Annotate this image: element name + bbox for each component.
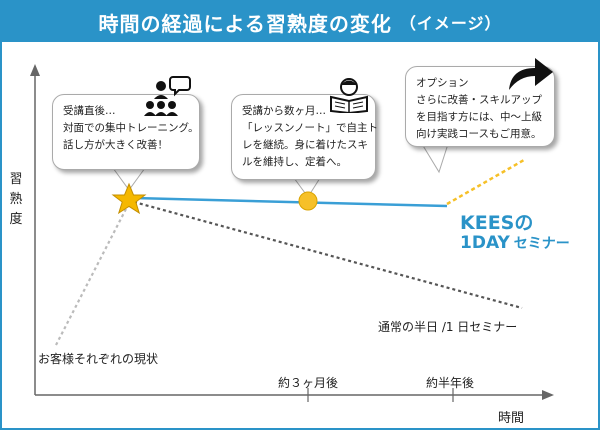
option-line [446, 158, 525, 206]
kees-line [133, 196, 448, 208]
kees-label-1day: 1DAY [460, 233, 510, 253]
callout-start-line-1: 受講直後… [63, 105, 116, 117]
callout-mid-line-4: ルを維持し、定着へ。 [242, 156, 347, 168]
title-bar: 時間の経過による習熟度の変化 （イメージ） [2, 2, 598, 42]
x-axis-label: 時間 [498, 411, 525, 426]
x-axis-arrow [542, 390, 554, 400]
normal-seminar-line [133, 200, 523, 310]
up-arrow-icon [509, 58, 553, 90]
y-axis-arrow [30, 64, 40, 76]
callout-start-line-2: 対面での集中トレーニング。 [63, 122, 199, 134]
y-axis-label: 習熟度 [9, 172, 23, 227]
callout-option-line-4: 向け実践コースもご用意。 [416, 128, 542, 140]
callout-option-line-2: さらに改善・スキルアップ [416, 94, 542, 106]
group-training-icon [144, 76, 191, 116]
person-reading-icon [330, 78, 368, 113]
callout-option-line-1: オプション [416, 77, 469, 89]
kees-label-line-1: KEESの [460, 212, 534, 234]
kees-label-suffix: セミナー [513, 236, 570, 252]
start-star [111, 182, 147, 215]
current-state-line [55, 204, 129, 346]
x-tick-label-3months: 約３ヶ月後 [278, 376, 339, 390]
callout-option: オプション さらに改善・スキルアップ を目指す方には、中〜上級 向け実践コースも… [405, 66, 555, 147]
callout-mid-line-3: レを継続。身に着けたスキ [242, 139, 368, 151]
callout-start: 受講直後… 対面での集中トレーニング。 話し方が大きく改善！ [52, 94, 200, 170]
callout-mid: 受講から数ヶ月… 「レッスンノート」で自主ト レを継続。身に着けたスキ ルを維持… [231, 94, 378, 180]
milestone-circle [298, 191, 318, 211]
callout-mid-line-1: 受講から数ヶ月… [242, 105, 326, 117]
page-title: 時間の経過による習熟度の変化 [98, 11, 392, 36]
callout-mid-line-2: 「レッスンノート」で自主ト [242, 122, 378, 134]
callout-start-line-3: 話し方が大きく改善！ [63, 139, 168, 151]
callout-option-pointer [421, 143, 449, 174]
origin-label: お客様それぞれの現状 [38, 352, 159, 366]
callout-option-line-3: を目指す方には、中〜上級 [416, 111, 542, 123]
normal-seminar-label: 通常の半日 /1 日セミナー [378, 320, 518, 334]
x-tick-label-halfyear: 約半年後 [426, 376, 475, 390]
title-note: （イメージ） [399, 14, 502, 33]
